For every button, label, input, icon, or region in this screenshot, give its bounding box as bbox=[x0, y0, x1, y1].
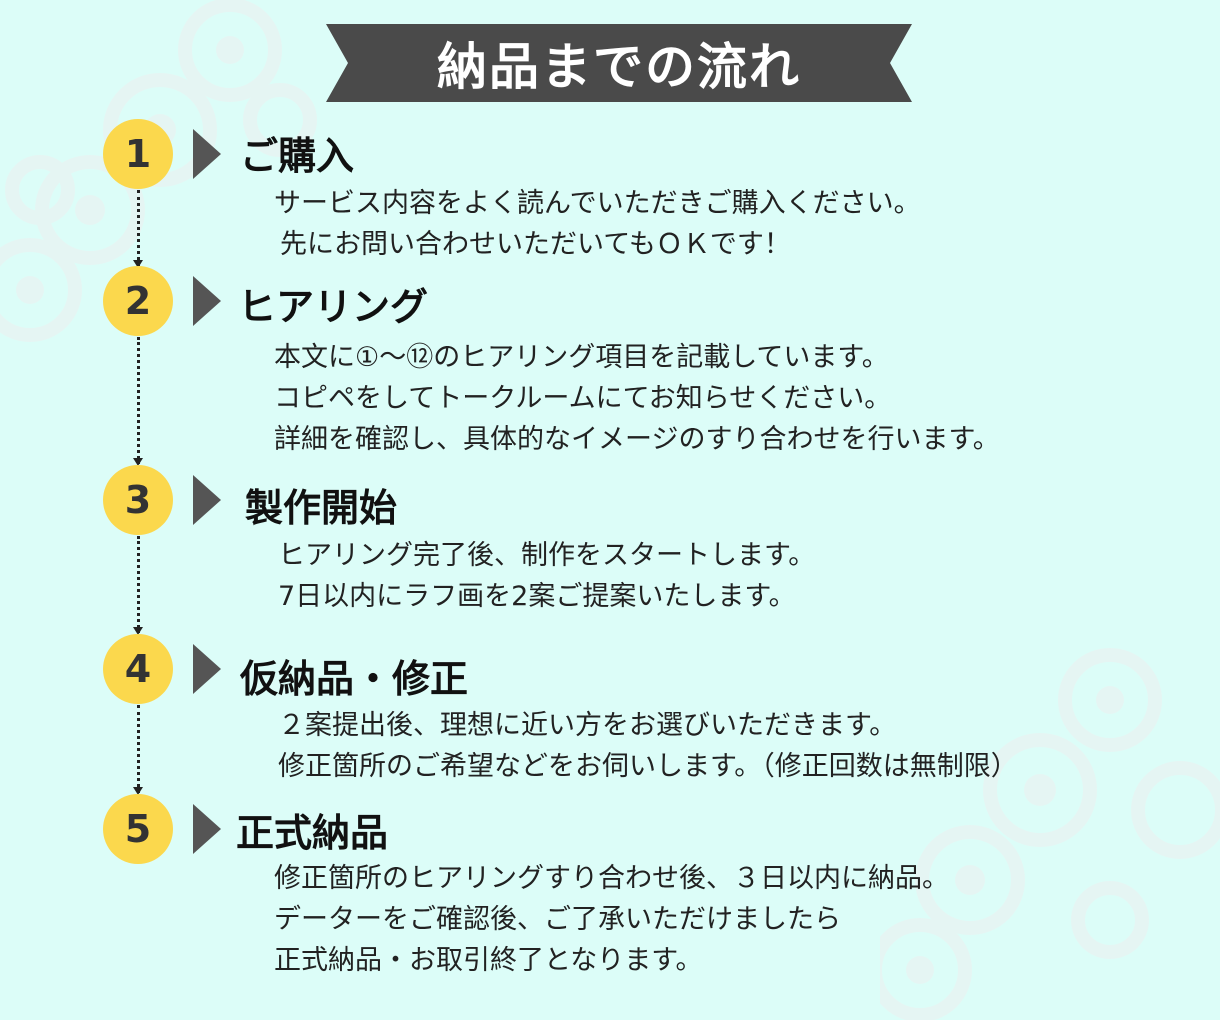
step-description-line: 先にお問い合わせいただいてもＯＫです！ bbox=[280, 229, 791, 260]
step-connector bbox=[133, 705, 143, 795]
step-number-badge: 3 bbox=[103, 465, 173, 535]
step-description-line: 7日以内にラフ画を2案ご提案いたします。 bbox=[278, 581, 796, 612]
step-title: 製作開始 bbox=[245, 486, 398, 530]
step-number-badge: 5 bbox=[103, 794, 173, 864]
step-description-line: 修正箇所のヒアリングすり合わせ後、３日以内に納品。 bbox=[274, 863, 949, 894]
lace-decoration bbox=[0, 0, 317, 342]
step-description: 本文に①～⑫のヒアリング項目を記載しています。 コピペをしてトークルームにてお知… bbox=[274, 337, 1000, 460]
step-arrow-icon bbox=[193, 804, 221, 854]
step-title: 正式納品 bbox=[236, 811, 389, 855]
step-description-line: 修正箇所のご希望などをお伺いします。（修正回数は無制限） bbox=[278, 751, 1018, 782]
step-arrow-icon bbox=[193, 276, 221, 326]
step-description-line: ２案提出後、理想に近い方をお選びいただきます。 bbox=[278, 710, 897, 741]
step-description: ２案提出後、理想に近い方をお選びいただきます。 修正箇所のご希望などをお伺いしま… bbox=[278, 705, 1018, 787]
step-description-line: データーをご確認後、ご了承いただけましたら bbox=[274, 904, 841, 935]
step-number-badge: 2 bbox=[103, 266, 173, 336]
step-description-line: サービス内容をよく読んでいただきご購入ください。 bbox=[274, 188, 921, 219]
step-description-line: 正式納品・お取引終了となります。 bbox=[274, 945, 703, 976]
step-title: ご購入 bbox=[240, 134, 355, 178]
title-banner: 納品までの流れ bbox=[326, 24, 912, 102]
step-connector bbox=[133, 337, 143, 466]
step-arrow-icon bbox=[193, 644, 221, 694]
step-description-line: コピペをしてトークルームにてお知らせください。 bbox=[274, 383, 892, 414]
step-connector bbox=[133, 190, 143, 268]
step-number-badge: 1 bbox=[103, 119, 173, 189]
lace-decoration bbox=[880, 648, 1220, 1020]
step-title: ヒアリング bbox=[238, 285, 429, 329]
step-description: ヒアリング完了後、制作をスタートします。 7日以内にラフ画を2案ご提案いたします… bbox=[278, 535, 815, 617]
step-title: 仮納品・修正 bbox=[240, 657, 469, 701]
step-description-line: ヒアリング完了後、制作をスタートします。 bbox=[278, 540, 816, 571]
step-connector bbox=[133, 536, 143, 635]
page-title: 納品までの流れ bbox=[437, 38, 801, 96]
step-arrow-icon bbox=[193, 475, 221, 525]
step-description: サービス内容をよく読んでいただきご購入ください。 先にお問い合わせいただいてもＯ… bbox=[274, 183, 921, 265]
step-number-badge: 4 bbox=[103, 634, 173, 704]
step-description: 修正箇所のヒアリングすり合わせ後、３日以内に納品。 データーをご確認後、ご了承い… bbox=[274, 858, 949, 981]
step-description-line: 詳細を確認し、具体的なイメージのすり合わせを行います。 bbox=[274, 424, 1000, 455]
banner-shape bbox=[326, 24, 912, 102]
step-arrow-icon bbox=[193, 129, 221, 179]
step-description-line: 本文に①～⑫のヒアリング項目を記載しています。 bbox=[274, 342, 889, 373]
